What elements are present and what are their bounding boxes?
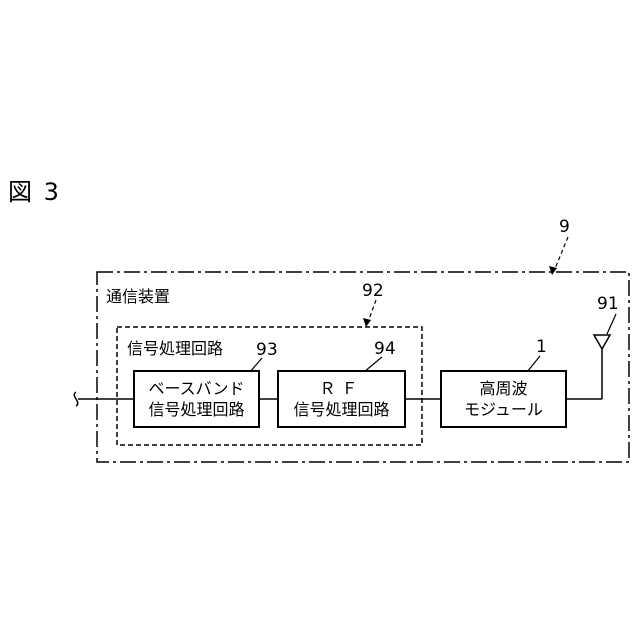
baseband-block-line2: 信号処理回路 (148, 399, 244, 420)
figure-title: 図 3 (8, 172, 61, 207)
antenna-icon (594, 335, 610, 349)
leader-9-arrowhead (549, 266, 557, 275)
ref-rf: 94 (374, 339, 396, 359)
hf-block-line1: 高周波 (479, 378, 527, 399)
leader-9 (554, 237, 568, 271)
rf-signal-processing-block: ＲＦ 信号処理回路 (277, 370, 406, 428)
leader-91 (607, 314, 616, 334)
ref-inner: 92 (362, 281, 384, 301)
rf-block-line1: ＲＦ (319, 378, 363, 399)
baseband-signal-processing-block: ベースバンド 信号処理回路 (133, 370, 260, 428)
hf-block-line2: モジュール (464, 399, 543, 420)
high-frequency-module-block: 高周波 モジュール (440, 370, 567, 428)
leader-92 (368, 300, 376, 322)
baseband-block-line1: ベースバンド (148, 378, 244, 399)
ref-baseband: 93 (256, 340, 278, 360)
rf-block-line2: 信号処理回路 (293, 399, 389, 420)
leader-92-arrowhead (363, 318, 371, 327)
ref-hf: 1 (536, 337, 547, 357)
inner-boundary-label: 信号処理回路 (127, 335, 223, 359)
ref-outer: 9 (559, 217, 570, 237)
outer-boundary-label: 通信装置 (106, 283, 170, 307)
ref-antenna: 91 (597, 294, 619, 314)
wavy-break-symbol (74, 392, 77, 406)
